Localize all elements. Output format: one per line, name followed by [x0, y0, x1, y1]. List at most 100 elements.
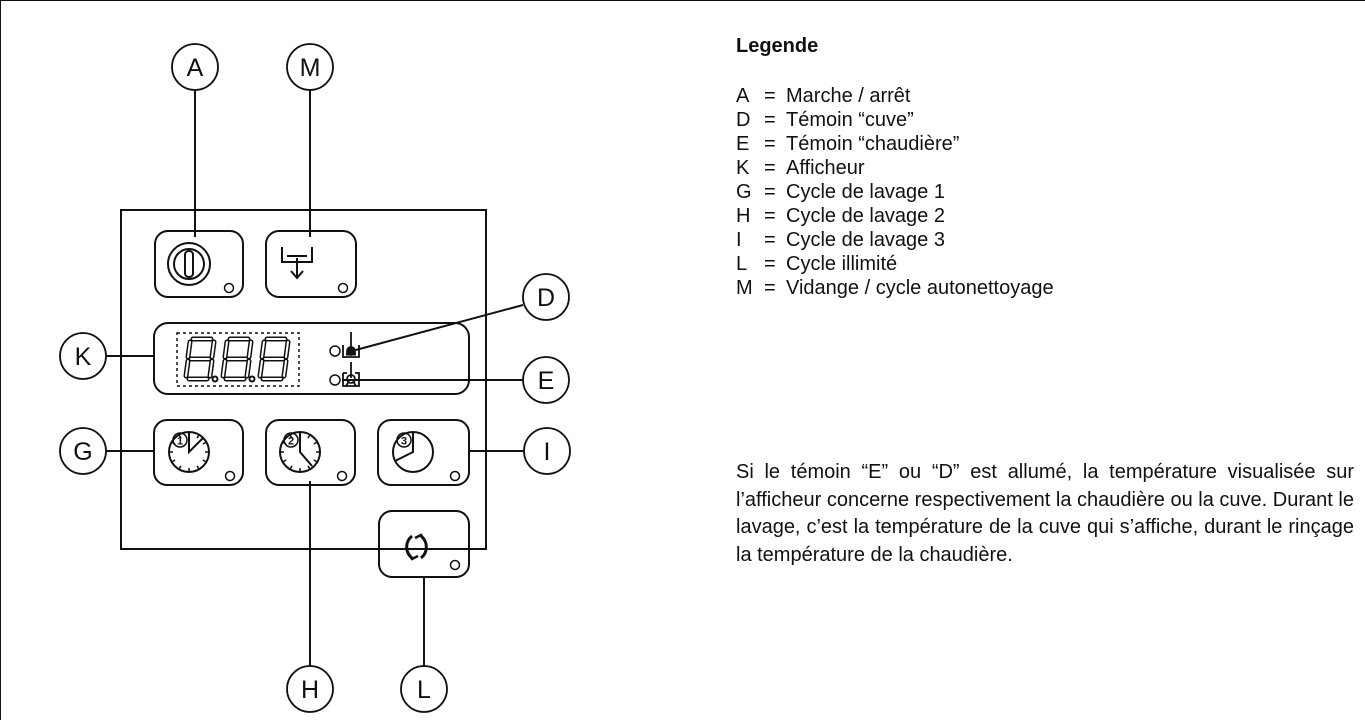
control-panel-diagram: 1 2	[59, 43, 571, 713]
callout-label-L: L	[417, 676, 431, 704]
cycle-3-button[interactable]: 3	[377, 419, 470, 486]
callout-label-I: I	[544, 438, 551, 466]
svg-text:1: 1	[177, 436, 183, 448]
digit-segment	[246, 360, 250, 377]
legend-text: Cycle de lavage 3	[786, 229, 945, 251]
legend-text: Cycle de lavage 1	[786, 181, 945, 203]
callout-H	[286, 665, 334, 713]
control-panel	[120, 209, 487, 550]
leader-line-D	[351, 304, 524, 352]
legend-key: A	[736, 85, 750, 107]
legend-key: D	[736, 109, 751, 131]
callout-L	[400, 665, 448, 713]
callout-M	[286, 43, 334, 91]
led-unlimited	[449, 559, 461, 571]
legend-eq: =	[764, 253, 776, 275]
legend-item-A: A = Marche / arrêt	[736, 84, 1054, 108]
callout-label-D: D	[537, 284, 555, 312]
legend-eq: =	[764, 229, 776, 251]
legend-key: H	[736, 205, 751, 227]
legend-eq: =	[764, 133, 776, 155]
callout-E	[522, 356, 570, 404]
explanation-note: Si le témoin “E” ou “D” est allumé, la t…	[736, 461, 1354, 566]
clock-2-icon: 2	[279, 431, 321, 473]
legend-item-L: L = Cycle illimité	[736, 252, 1054, 276]
digit-segment	[259, 360, 263, 377]
digit-readout	[183, 336, 291, 383]
callout-A	[171, 43, 219, 91]
callout-K	[59, 332, 107, 380]
digit-segment	[261, 341, 265, 358]
legend-title: Legende	[736, 35, 819, 57]
legend-text: Témoin “chaudière”	[786, 133, 960, 155]
callout-label-H: H	[301, 676, 319, 704]
rotate-arrows-icon	[405, 533, 428, 561]
legend-key: M	[736, 277, 753, 299]
legend-text: Témoin “cuve”	[786, 109, 914, 131]
legend-key: E	[736, 133, 750, 155]
decimal-point	[248, 375, 256, 383]
callout-label-K: K	[75, 343, 92, 371]
legend-item-M: M=Vidange / cycle autonettoyage	[736, 276, 1054, 300]
power-button[interactable]	[154, 230, 244, 298]
legend-text: Afficheur	[786, 157, 865, 179]
led-power	[223, 282, 235, 294]
legend-text: Vidange / cycle autonettoyage	[786, 277, 1054, 299]
led-boiler	[329, 374, 341, 386]
cycle-2-button[interactable]: 2	[265, 419, 356, 486]
display-housing	[153, 322, 470, 395]
legend-eq: =	[764, 85, 776, 107]
frame-left-border	[0, 0, 1, 720]
led-cycle-2	[336, 470, 348, 482]
drain-button[interactable]	[265, 230, 357, 298]
digit-segment	[283, 360, 287, 377]
legend-key: L	[736, 253, 748, 275]
drain-tank-icon	[281, 247, 313, 280]
callout-label-E: E	[538, 367, 555, 395]
frame-top-border	[0, 0, 1365, 1]
clock-3-icon: 3	[392, 431, 434, 473]
callout-label-G: G	[73, 438, 92, 466]
digit-segment	[222, 360, 226, 377]
legend-item-H: H = Cycle de lavage 2	[736, 204, 1054, 228]
legend-item-K: K = Afficheur	[736, 156, 1054, 180]
legend-item-I: I = Cycle de lavage 3	[736, 228, 1054, 252]
boiler-thermometer-icon	[342, 362, 360, 387]
svg-text:3: 3	[401, 436, 407, 448]
digit-segment	[209, 360, 213, 377]
power-icon	[167, 242, 211, 286]
legend-text: Cycle illimité	[786, 253, 898, 275]
digit-segment	[224, 341, 228, 358]
legend-item-E: E = Témoin “chaudière”	[736, 132, 1054, 156]
led-tank	[329, 345, 341, 357]
display-window	[176, 332, 300, 387]
clock-1-icon: 1	[168, 431, 210, 473]
led-cycle-3	[449, 470, 461, 482]
digit-segment	[248, 341, 252, 358]
callout-label-M: M	[300, 54, 321, 82]
legend-eq: =	[764, 181, 776, 203]
legend-key: I	[736, 229, 742, 251]
cycle-1-button[interactable]: 1	[153, 419, 244, 486]
legend-key: K	[736, 157, 750, 179]
svg-text:2: 2	[288, 436, 294, 448]
legend-eq: =	[764, 205, 776, 227]
callout-G	[59, 427, 107, 475]
legend-item-D: D=Témoin “cuve”	[736, 108, 1054, 132]
callout-D	[522, 273, 570, 321]
legend-text: Marche / arrêt	[786, 85, 911, 107]
digit-segment	[211, 341, 215, 358]
unlimited-cycle-button[interactable]	[378, 510, 470, 578]
legend-eq: =	[764, 157, 776, 179]
legend-text: Cycle de lavage 2	[786, 205, 945, 227]
decimal-point	[211, 375, 219, 383]
legend-key: G	[736, 181, 752, 203]
digit-segment	[285, 341, 289, 358]
digit-segment	[187, 341, 191, 358]
tank-thermometer-icon	[342, 332, 360, 358]
led-drain	[337, 282, 349, 294]
legend-item-G: G = Cycle de lavage 1	[736, 180, 1054, 204]
digit-segment	[185, 360, 189, 377]
